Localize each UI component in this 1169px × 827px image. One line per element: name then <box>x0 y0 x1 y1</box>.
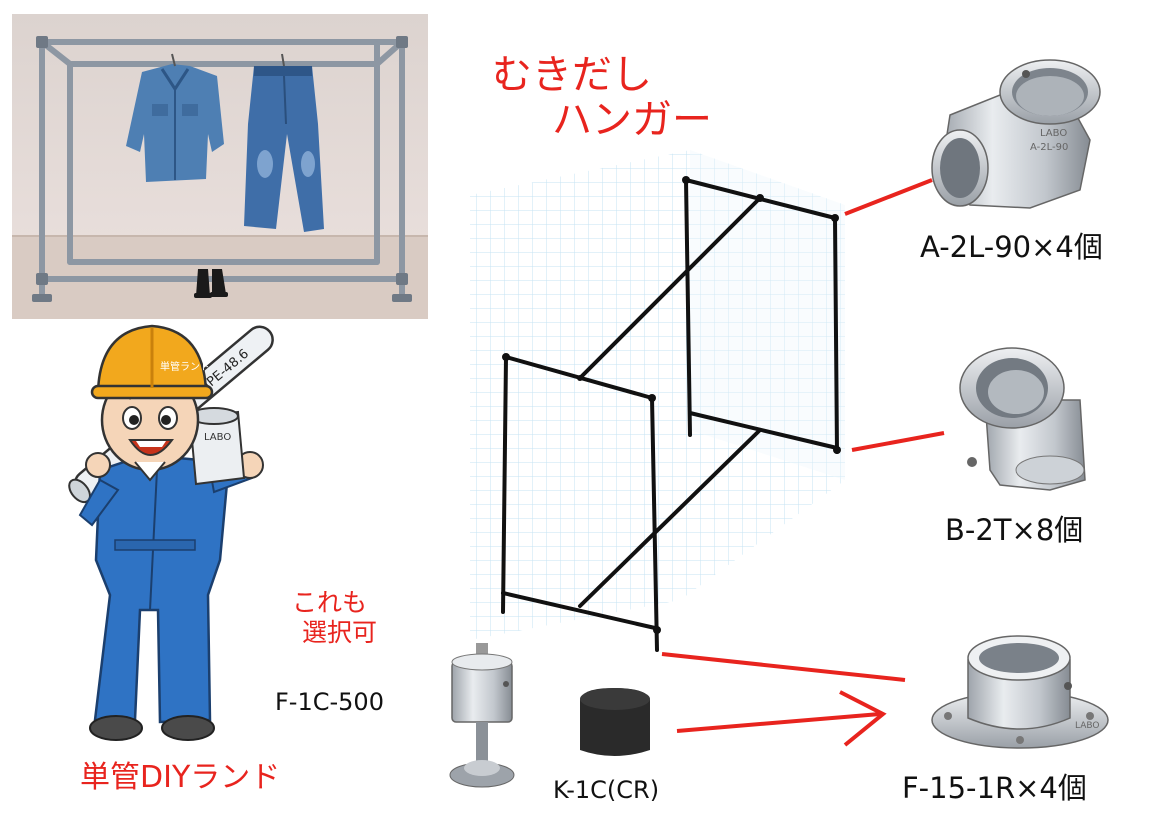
part-label-a2l90: A-2L-90×4個 <box>920 230 1103 264</box>
tee-fitting-icon <box>959 347 1086 491</box>
denim-jacket <box>126 53 224 182</box>
denim-jeans <box>244 53 324 232</box>
part-label-f151r: F-15-1R×4個 <box>902 771 1087 805</box>
pipe-cap-icon <box>580 688 650 756</box>
flange-fitting-icon: LABO <box>931 635 1109 749</box>
grid-background <box>470 150 845 640</box>
pointer-lines <box>661 178 945 747</box>
helmet-text: 単管ランド <box>160 360 210 373</box>
title-line-1: むきだし <box>492 52 652 98</box>
pipe-frame <box>39 39 405 302</box>
option-label-f1c500: F-1C-500 <box>275 688 384 716</box>
part-label-b2t: B-2T×8個 <box>945 513 1084 547</box>
elbow-brand-text: LABO <box>1040 128 1067 139</box>
worker-mascot: PIPE-48.6 LABO 単管ランド <box>68 324 274 741</box>
hanger-frame <box>501 178 839 652</box>
option-note-line-2: 選択可 <box>302 618 378 647</box>
elbow-fitting-icon: LABO A-2L-90 <box>931 59 1101 209</box>
brand-logo: 単管DIYランド <box>80 760 281 795</box>
flange-brand-text: LABO <box>1075 721 1099 731</box>
held-fitting-text: LABO <box>204 432 231 443</box>
elbow-code-text: A-2L-90 <box>1030 142 1068 153</box>
hanger-photo <box>12 14 428 319</box>
shoes <box>194 269 228 298</box>
hanger-photo-illustration <box>12 14 428 319</box>
option-note-line-1: これも <box>292 588 368 617</box>
leveling-foot-icon <box>449 643 515 788</box>
title-line-2: ハンガー <box>552 97 712 143</box>
option-label-k1ccr: K-1C(CR) <box>553 776 660 804</box>
